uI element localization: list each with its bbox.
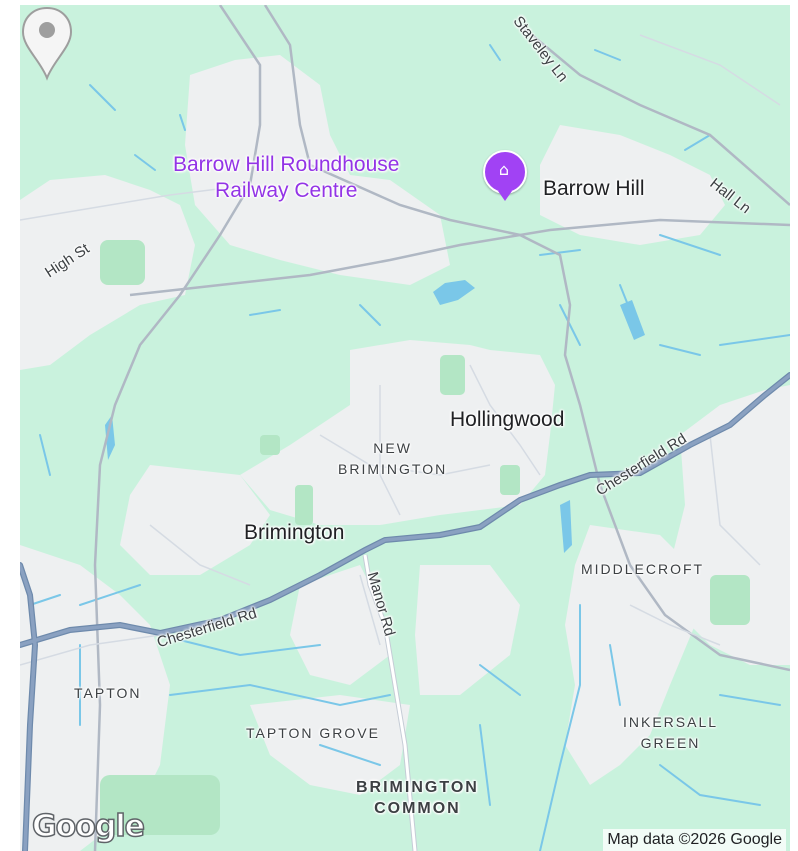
woodland — [100, 240, 750, 835]
area-label-tapton: TAPTON — [74, 685, 142, 701]
map-canvas[interactable]: Staveley Ln Hall Ln High St Chesterfield… — [20, 5, 790, 851]
google-logo: Google — [31, 808, 145, 845]
rail-lines — [93, 5, 790, 851]
major-roads — [20, 373, 790, 851]
area-label-brimington-common: BRIMINGTON COMMON — [356, 779, 479, 817]
area-label-new-brimington: NEW BRIMINGTON — [338, 440, 448, 477]
area-label-middlecroft: MIDDLECROFT — [581, 561, 705, 577]
area-label-inkersall-green: INKERSALL GREEN — [623, 714, 719, 751]
map-attribution[interactable]: Map data ©2026 Google — [603, 829, 786, 851]
location-pin-icon[interactable] — [20, 5, 74, 81]
place-label-hollingwood: Hollingwood — [450, 408, 565, 431]
museum-icon: ⌂ — [498, 160, 510, 179]
minor-roads — [20, 34, 781, 666]
map-base-layer — [20, 5, 790, 851]
place-label-brimington: Brimington — [244, 521, 345, 544]
area-label-tapton-grove: TAPTON GROVE — [246, 725, 380, 741]
place-label-barrow-hill: Barrow Hill — [543, 177, 645, 200]
streams — [29, 44, 790, 851]
ponds — [105, 280, 645, 553]
poi-label-roundhouse[interactable]: Barrow Hill Roundhouse Railway Centre — [173, 153, 400, 202]
poi-marker[interactable]: ⌂ — [483, 150, 527, 201]
urban-areas — [20, 55, 790, 851]
